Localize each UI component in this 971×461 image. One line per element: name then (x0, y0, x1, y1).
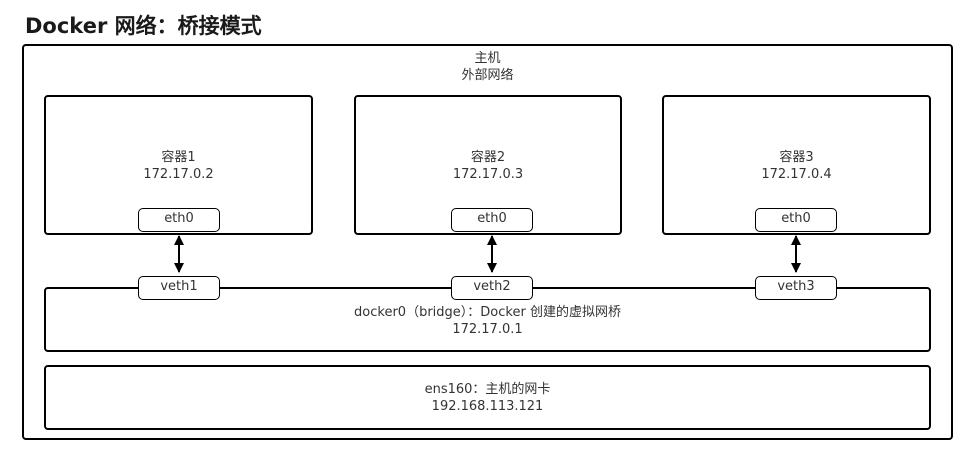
container-box-2: 容器2 172.17.0.3 (354, 95, 622, 235)
bridge-label-line1: docker0（bridge）：Docker 创建的虚拟网桥 (354, 305, 621, 320)
container-3-ip: 172.17.0.4 (761, 167, 832, 182)
veth-port-3: veth3 (755, 276, 837, 300)
eth0-port-1: eth0 (138, 208, 220, 232)
container-1-label: 容器1 172.17.0.2 (46, 149, 311, 183)
nic-label-line1: ens160：主机的网卡 (424, 382, 551, 397)
container-3-label: 容器3 172.17.0.4 (664, 149, 929, 183)
diagram-title: Docker 网络：桥接模式 (25, 14, 262, 38)
container-2-ip: 172.17.0.3 (452, 167, 524, 182)
host-label-line2: 外部网络 (461, 68, 514, 83)
container-1-ip: 172.17.0.2 (143, 167, 214, 182)
veth-port-2: veth2 (451, 276, 533, 300)
container-1-name: 容器1 (161, 150, 196, 165)
container-2-label: 容器2 172.17.0.3 (356, 149, 620, 183)
nic-box: ens160：主机的网卡 192.168.113.121 (44, 365, 931, 430)
container-3-name: 容器3 (779, 150, 814, 165)
nic-label-line2: 192.168.113.121 (431, 399, 544, 414)
eth0-port-3: eth0 (755, 208, 837, 232)
container-2-name: 容器2 (470, 150, 506, 165)
host-label: 主机 外部网络 (24, 50, 951, 84)
veth-port-1: veth1 (138, 276, 220, 300)
eth0-port-2: eth0 (451, 208, 533, 232)
bridge-label: docker0（bridge）：Docker 创建的虚拟网桥 172.17.0.… (46, 304, 929, 338)
nic-label: ens160：主机的网卡 192.168.113.121 (46, 381, 929, 415)
host-label-line1: 主机 (474, 51, 501, 66)
container-box-1: 容器1 172.17.0.2 (44, 95, 313, 235)
bridge-label-line2: 172.17.0.1 (452, 322, 523, 337)
